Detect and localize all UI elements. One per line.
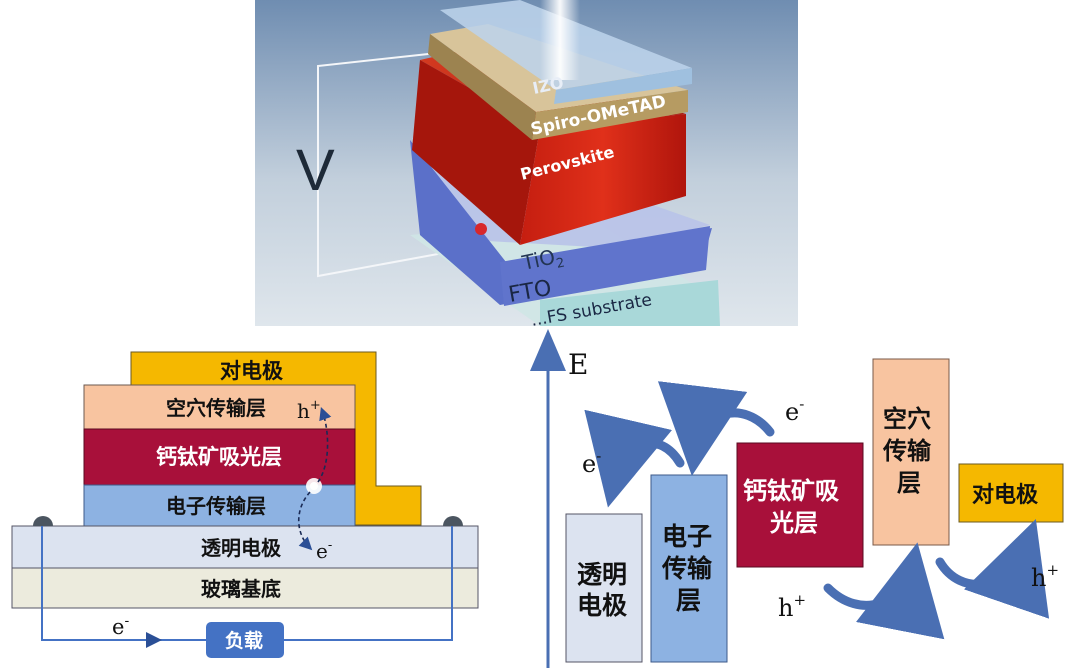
hole-label: h+ (297, 398, 321, 423)
perovskite-absorber-layer (83, 428, 356, 486)
voltage-symbol: V (296, 138, 335, 203)
electron-arrow (298, 491, 313, 551)
energy-electron-transport-line2: 传输 (661, 554, 713, 583)
energy-perovskite-block (736, 442, 864, 568)
energy-electron-transport-line3: 层 (676, 586, 701, 615)
transparent-electrode-layer (11, 525, 479, 569)
energy-electron-transport-line1: 电子 (662, 522, 712, 551)
energy-electron-label-1: e- (785, 395, 804, 426)
spiro-left (428, 34, 536, 140)
perovskite-absorber-label: 钙钛矿吸光层 (156, 445, 282, 469)
energy-hole-transport-line1: 空穴 (883, 405, 931, 433)
electron-transport-label: 电子传输层 (166, 494, 266, 518)
glass-substrate-label: 玻璃基底 (201, 577, 281, 601)
electron-transfer-arrow-1 (657, 381, 775, 476)
energy-hole-transport-block (872, 358, 950, 546)
energy-level-diagram: E 透明 电极 电子 传输 层 钙钛矿吸 光层 空穴 传输 层 对电极 e- e… (530, 329, 1064, 668)
hole-transfer-arrow-1 (823, 542, 945, 640)
energy-transparent-electrode-line2: 电极 (577, 591, 627, 620)
left-contact-bump (33, 516, 53, 526)
counter-electrode-label: 对电极 (220, 359, 284, 383)
device-photo: V IZO Spiro-OMeTAD Perovskite TiO2 FTO .… (255, 0, 798, 331)
exciton-dot (310, 482, 318, 490)
energy-hole-transport-line2: 传输 (882, 437, 932, 465)
load-label: 负载 (225, 629, 263, 652)
energy-hole-label-2: h+ (1031, 561, 1059, 592)
electron-transfer-arrow-2 (584, 409, 685, 508)
load-box (206, 622, 284, 658)
right-contact-bump (443, 516, 463, 526)
energy-counter-electrode-label: 对电极 (972, 483, 1039, 508)
glass-substrate-layer (11, 567, 479, 609)
voltage-circuit-wire (317, 43, 521, 278)
energy-electron-label-2: e- (582, 447, 601, 478)
perovskite-left (412, 60, 540, 245)
izo-front (554, 68, 692, 104)
electron-label: e- (316, 538, 332, 563)
energy-transparent-electrode-block (565, 513, 643, 663)
energy-transparent-electrode-line1: 透明 (577, 560, 627, 589)
energy-perovskite-line2: 光层 (769, 509, 818, 537)
transparent-electrode-label: 透明电极 (201, 536, 282, 560)
spiro-front (532, 90, 688, 140)
substrate-front (540, 280, 720, 326)
perovskite-front (520, 114, 686, 245)
circuit-electron-label: e- (112, 613, 129, 639)
energy-perovskite-line1: 钙钛矿吸 (743, 477, 839, 505)
fto-face (500, 226, 710, 306)
energy-hole-transport-line3: 层 (897, 469, 921, 497)
energy-axis-label: E (568, 348, 588, 381)
hole-transport-label: 空穴传输层 (166, 396, 266, 420)
energy-counter-electrode-block (958, 463, 1064, 523)
contact-dot (475, 223, 487, 235)
electron-transport-layer (83, 484, 356, 527)
device-stack-diagram: 对电极 空穴传输层 钙钛矿吸光层 电子传输层 透明电极 玻璃基底 e- 负载 h… (11, 351, 479, 658)
hole-transfer-arrow-2 (935, 518, 1050, 619)
hole-arrow (317, 406, 332, 483)
hole-transport-layer (83, 384, 356, 430)
energy-hole-label-1: h+ (778, 591, 806, 622)
light-beam (540, 0, 580, 80)
